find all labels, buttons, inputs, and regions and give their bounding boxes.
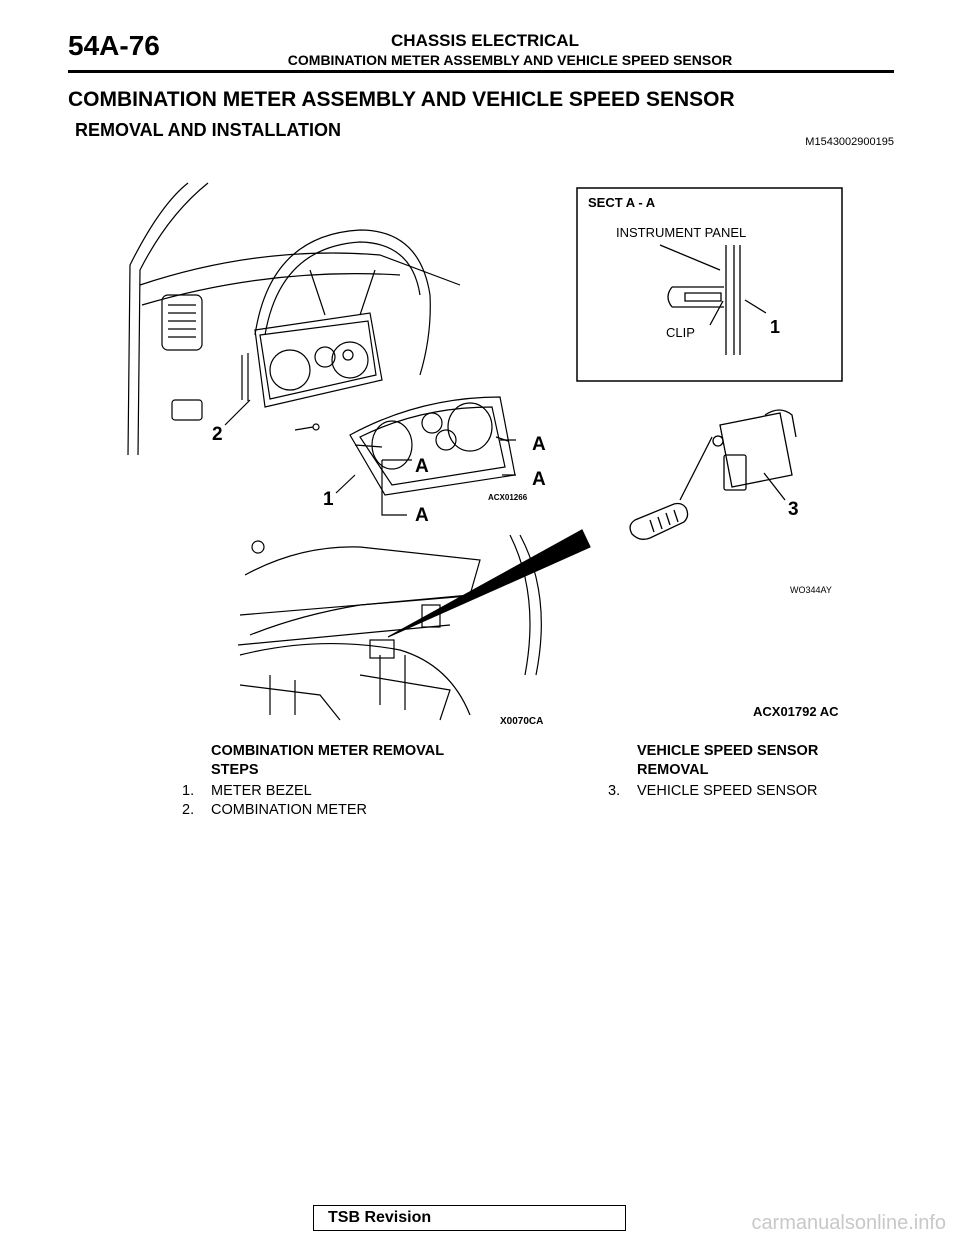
figure-code-main: ACX01792 AC xyxy=(753,704,839,719)
section-marker-a: A xyxy=(532,434,546,455)
meter-removal-steps: COMBINATION METER REMOVAL STEPS 1. METER… xyxy=(182,742,482,819)
document-code: M1543002900195 xyxy=(805,136,894,148)
tsb-revision-box: TSB Revision xyxy=(313,1205,626,1231)
list-item: 1. METER BEZEL xyxy=(182,782,482,801)
callout-1: 1 xyxy=(323,489,334,510)
dashboard-illustration xyxy=(127,182,591,721)
watermark: carmanualsonline.info xyxy=(751,1212,946,1234)
header-subsection-title: COMBINATION METER ASSEMBLY AND VEHICLE S… xyxy=(287,52,733,68)
clip-section-drawing xyxy=(659,244,767,355)
list-item: 3. VEHICLE SPEED SENSOR xyxy=(608,782,868,801)
figure-code-x0070ca: X0070CA xyxy=(500,716,543,727)
list-item-number: 2. xyxy=(182,801,195,818)
page-title: COMBINATION METER ASSEMBLY AND VEHICLE S… xyxy=(68,88,735,111)
clip-label: CLIP xyxy=(666,325,695,340)
instrument-panel-label: INSTRUMENT PANEL xyxy=(616,225,746,240)
section-subtitle: REMOVAL AND INSTALLATION xyxy=(75,120,341,140)
removal-illustration: SECT A - A INSTRUMENT PANEL CLIP 1 2 1 3… xyxy=(127,182,843,727)
list-item-text: VEHICLE SPEED SENSOR xyxy=(637,782,818,799)
list-item-number: 1. xyxy=(182,782,195,799)
section-view-callout: 1 xyxy=(770,317,780,337)
list-item: 2. COMBINATION METER xyxy=(182,801,482,820)
list-item-number: 3. xyxy=(608,782,621,799)
section-marker-a: A xyxy=(532,469,546,490)
meter-removal-heading: COMBINATION METER REMOVAL STEPS xyxy=(211,743,444,778)
sensor-removal-steps: VEHICLE SPEED SENSOR REMOVAL 3. VEHICLE … xyxy=(608,742,868,801)
sensor-removal-heading: VEHICLE SPEED SENSOR REMOVAL xyxy=(637,743,819,778)
figure-code-acx01266: ACX01266 xyxy=(488,493,528,502)
list-item-text: METER BEZEL xyxy=(211,782,312,799)
figure-code-w0344ay: WO344AY xyxy=(790,585,832,595)
section-marker-a: A xyxy=(415,456,429,477)
section-view-box: SECT A - A INSTRUMENT PANEL CLIP 1 xyxy=(576,187,843,382)
callout-3: 3 xyxy=(788,499,799,520)
callout-leaders xyxy=(224,399,516,516)
header-section-title: CHASSIS ELECTRICAL xyxy=(391,31,579,50)
page-number: 54A-76 xyxy=(68,30,160,61)
header-rule xyxy=(68,70,894,73)
vehicle-speed-sensor-drawing xyxy=(629,409,797,540)
section-marker-a: A xyxy=(415,505,429,526)
callout-2: 2 xyxy=(212,424,223,445)
section-view-title: SECT A - A xyxy=(588,195,656,210)
list-item-text: COMBINATION METER xyxy=(211,801,368,818)
